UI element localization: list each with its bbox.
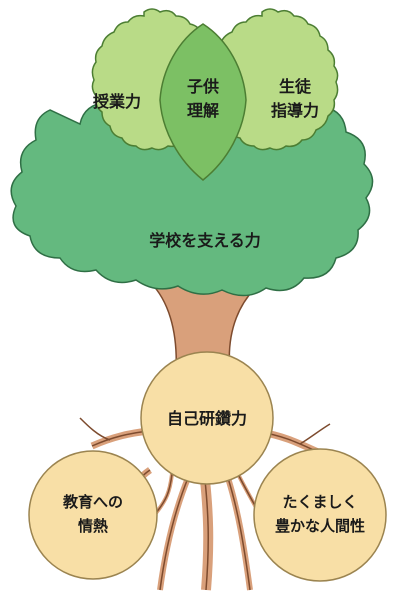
label-kyoiku-line2: 情熱 [78, 517, 108, 535]
label-jikokensanryoku: 自己研鑽力 [167, 409, 247, 428]
label-kyoiku-line1: 教育への [62, 493, 123, 511]
label-kodomo-line1: 子供 [187, 77, 219, 96]
root-circle-takumashiku [253, 448, 387, 582]
root-circle-kyoiku-jonetsu [28, 450, 158, 580]
top-circles: 授業力 子供 理解 生徒 指導力 [91, 8, 339, 181]
root-circle-jikokensanryoku [140, 351, 274, 485]
label-seito-line1: 生徒 [279, 77, 312, 96]
label-seito-line2: 指導力 [271, 101, 319, 120]
label-jugyoryoku: 授業力 [93, 92, 141, 111]
label-takumashiku-line2: 豊かな人間性 [275, 517, 365, 535]
circle-overlap-kodomorikai [159, 23, 247, 181]
canopy-label: 学校を支える力 [149, 231, 261, 250]
label-takumashiku-line1: たくましく [282, 493, 357, 511]
label-kodomo-line2: 理解 [187, 101, 219, 120]
root-circles: 自己研鑽力 教育への 情熱 たくましく 豊かな人間性 [28, 351, 387, 582]
